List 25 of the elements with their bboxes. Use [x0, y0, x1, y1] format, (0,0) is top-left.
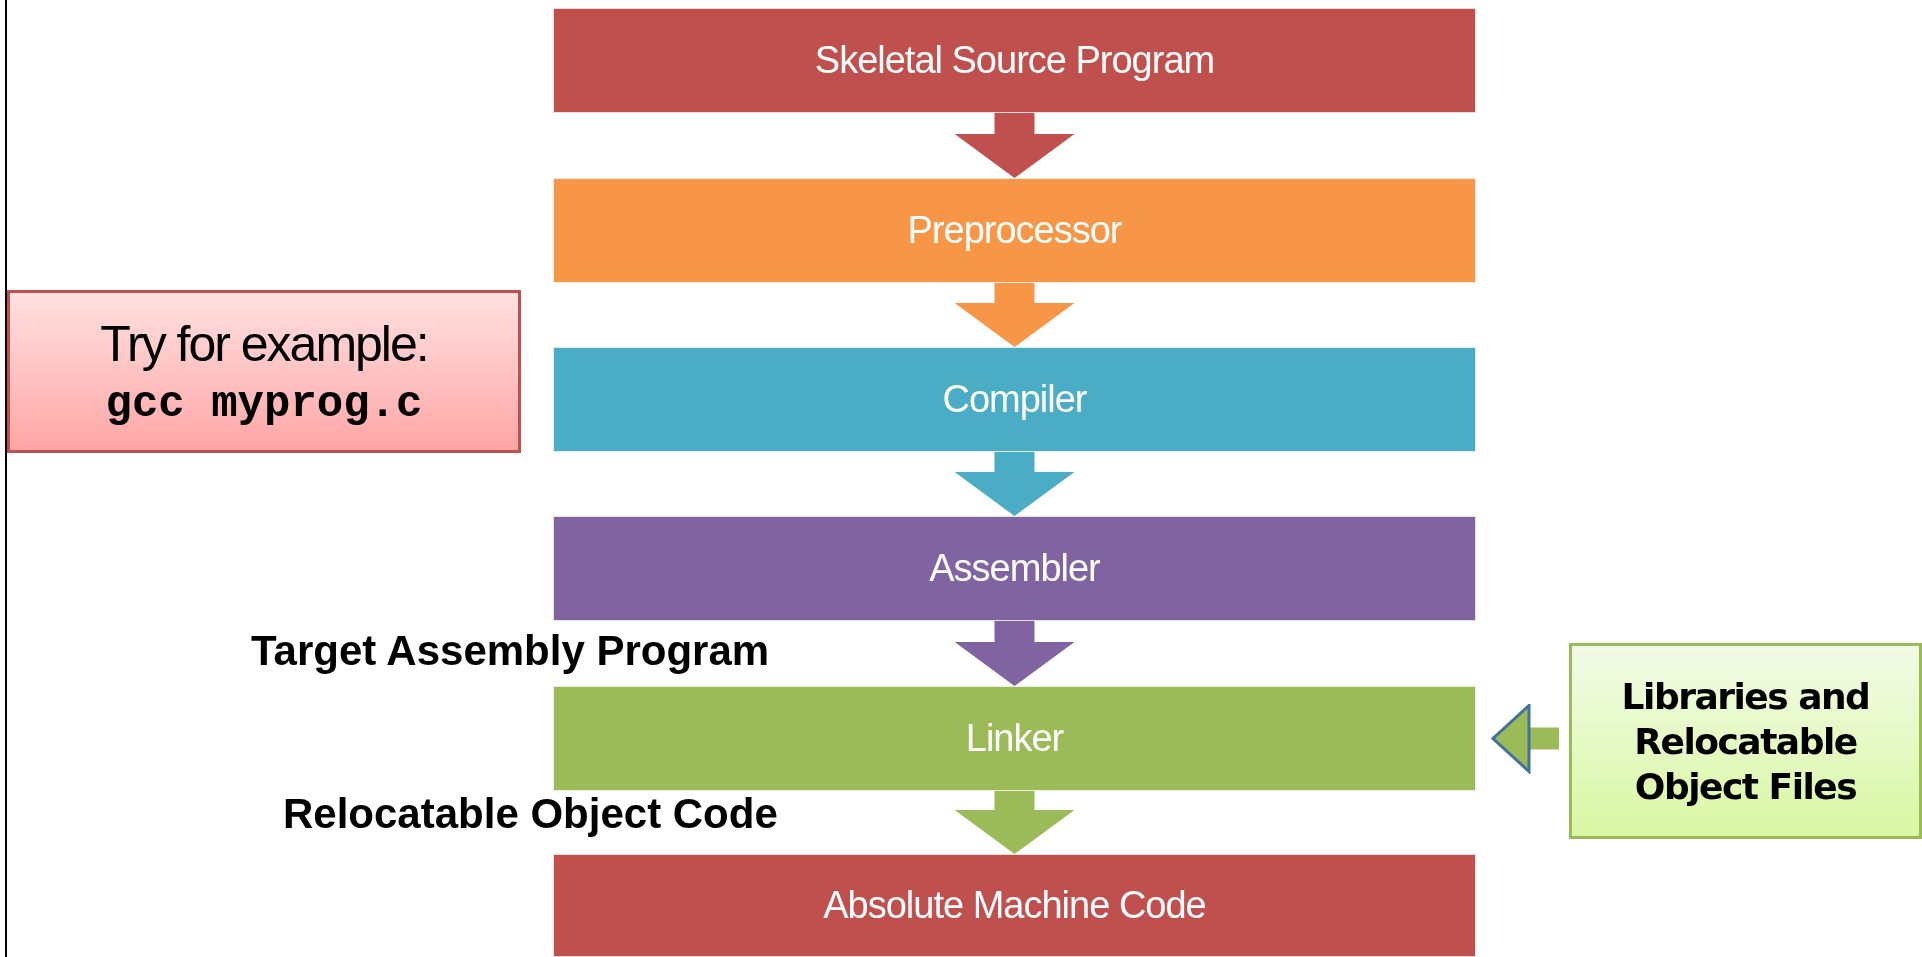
- stage-caption: Relocatable Object Code: [283, 790, 778, 838]
- note-box: [7, 290, 521, 453]
- step-label: Skeletal Source Program: [814, 39, 1215, 82]
- step-label: Assembler: [929, 547, 1100, 590]
- stage-caption: Target Assembly Program: [251, 627, 770, 675]
- input-label: Libraries and Relocatable Object Files: [1620, 674, 1871, 809]
- process-box: [553, 516, 1476, 621]
- process-box: [553, 347, 1476, 452]
- process-box: [553, 178, 1476, 283]
- process-box: [553, 8, 1476, 113]
- step-label: Linker: [965, 717, 1064, 760]
- command-text: gcc myprog.c: [105, 378, 423, 429]
- step-label: Compiler: [942, 378, 1087, 421]
- input-box: [1569, 643, 1922, 839]
- block-arrow: [954, 452, 1075, 516]
- block-arrow: [954, 621, 1075, 686]
- note-text: Try for example:: [100, 314, 428, 373]
- step-label: Absolute Machine Code: [823, 884, 1206, 927]
- block-arrow: [954, 283, 1075, 347]
- block-arrow: [1491, 704, 1559, 773]
- block-arrow: [954, 113, 1075, 178]
- block-arrow: [954, 791, 1075, 854]
- process-box: [553, 854, 1476, 957]
- step-label: Preprocessor: [907, 209, 1122, 252]
- process-box: [553, 686, 1476, 791]
